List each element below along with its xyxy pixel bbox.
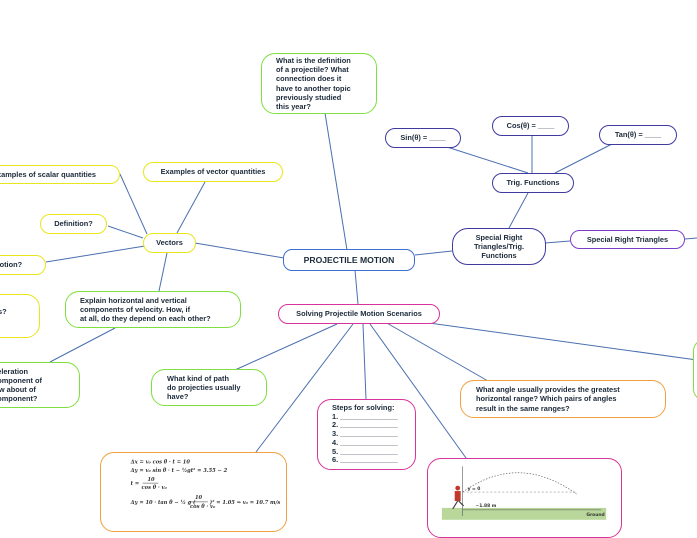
vector-examples-node[interactable]: Examples of vector quantities (143, 162, 283, 182)
svg-text:Δx = v₀ cos θ · t = 10: Δx = v₀ cos θ · t = 10 (130, 459, 191, 465)
cos-node[interactable]: Cos(θ) = ____ (492, 116, 569, 136)
vectors-node[interactable]: Vectors (143, 233, 196, 253)
explain-components-node[interactable]: Explain horizontal and vertical componen… (65, 291, 241, 328)
solving-scenarios-node[interactable]: Solving Projectile Motion Scenarios (278, 304, 440, 324)
equations-image: Δx = v₀ cos θ · t = 10 Δy = v₀ sin θ · t… (130, 459, 281, 510)
definition-question-node[interactable]: What is the definition of a projectile? … (261, 53, 377, 114)
path-question-node[interactable]: What kind of path do projecties usually … (151, 369, 267, 406)
cut-off-right-node[interactable] (693, 339, 697, 401)
special-triangles-trig-node[interactable]: Special Right Triangles/Trig. Functions (452, 228, 546, 265)
connector-lines (45, 112, 697, 459)
svg-text:t =: t = (131, 481, 139, 487)
svg-text:Ground: Ground (586, 512, 604, 518)
svg-text:)² = 1.05 ⇒ v₀ = 10.7 m/s: )² = 1.05 ⇒ v₀ = 10.7 m/s (209, 499, 281, 506)
acceleration-question-node[interactable]: cceleration l component of How about of … (0, 362, 80, 408)
tan-node[interactable]: Tan(θ) = ____ (599, 125, 677, 145)
trajectory-diagram: y = 0 ~1.88 m Ground (441, 466, 607, 520)
svg-text:Δy = v₀ sin θ · t − ½gt² = 3.5: Δy = v₀ sin θ · t − ½gt² = 3.55 − 2 (130, 467, 228, 474)
central-topic-projectile-motion[interactable]: PROJECTILE MOTION (283, 249, 415, 271)
svg-text:~1.88 m: ~1.88 m (476, 503, 497, 509)
trajectory-image-node[interactable]: y = 0 ~1.88 m Ground (427, 458, 622, 538)
motion-question-node[interactable]: motion? (0, 255, 46, 275)
svg-text:10: 10 (147, 477, 155, 483)
svg-text:Δy = 10 · tan θ − ½ g (: Δy = 10 · tan θ − ½ g ( (130, 499, 196, 506)
sin-node[interactable]: Sin(θ) = ____ (385, 128, 461, 148)
svg-text:cos θ · v₀: cos θ · v₀ (142, 485, 168, 491)
angle-question-node[interactable]: What angle usually provides the greatest… (460, 380, 666, 418)
steps-for-solving-node[interactable]: Steps for solving: 1. ______________ 2. … (317, 399, 416, 470)
svg-text:cos θ · v₀: cos θ · v₀ (190, 504, 216, 510)
svg-text:10: 10 (195, 495, 203, 501)
scalar-examples-node[interactable]: xamples of scalar quantities (0, 165, 120, 184)
cut-off-question-node[interactable]: nds? s (0, 294, 40, 338)
special-right-triangles-node[interactable]: Special Right Triangles (570, 230, 685, 249)
trig-functions-node[interactable]: Trig. Functions (492, 173, 574, 193)
svg-text:y = 0: y = 0 (468, 486, 481, 492)
equations-image-node[interactable]: Δx = v₀ cos θ · t = 10 Δy = v₀ sin θ · t… (100, 452, 287, 532)
definition-node[interactable]: Definition? (40, 214, 107, 234)
